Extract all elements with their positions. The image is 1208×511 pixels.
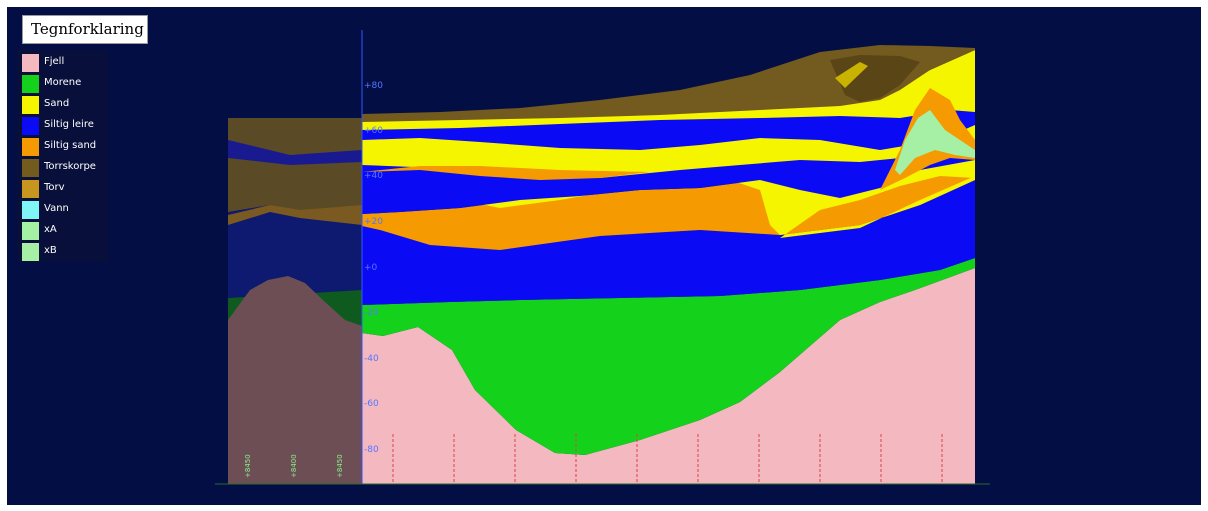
legend-swatch [22,222,39,240]
tick-label: -20 [364,308,379,318]
legend-label: Siltig leire [44,119,94,130]
legend-swatch [22,138,39,156]
legend-swatch [22,54,39,72]
legend-label: Vann [44,203,69,214]
left-section-orange [228,205,362,225]
legend-label: Torrskorpe [44,161,96,172]
layer-siltig-leire-mid [362,145,975,214]
legend: Fjell Morene Sand Siltig leire Siltig sa… [17,50,109,262]
tick-label: +60 [364,126,383,136]
tick-label: +80 [364,81,383,91]
legend-swatch [22,75,39,93]
legend-swatch [22,243,39,261]
layer-siltig-sand-upper [362,166,650,180]
layer-fjell [362,268,975,484]
legend-label: Morene [44,77,82,88]
layer-torrskorpe [362,45,975,122]
tick-label: +40 [364,171,383,181]
layer-siltig-sand [362,160,975,250]
legend-swatch [22,159,39,177]
tick-label: +0 [364,263,378,273]
legend-label: xB [44,245,57,256]
layer-siltig-leire-upper [362,110,975,150]
legend-label: Fjell [44,56,65,67]
tick-label: -60 [364,399,379,409]
station-markers [392,434,943,482]
legend-swatch [22,96,39,114]
layer-torrskorpe-shading [830,55,920,102]
legend-label: Torv [44,182,65,193]
layer-sand-lens-top [835,62,868,88]
tick-label: -40 [364,354,379,364]
legend-label: xA [44,224,57,235]
station-label: +8450 [336,454,344,478]
left-section-fjell [228,276,362,484]
legend-title: Tegnforklaring [22,15,148,44]
layer-xa [895,110,975,175]
tick-label: +20 [364,217,383,227]
legend-swatch [22,180,39,198]
layer-siltig-leire [362,180,975,305]
legend-swatch [22,117,39,135]
legend-label: Siltig sand [44,140,97,151]
tick-label: -80 [364,445,379,455]
layer-morene [362,258,975,455]
station-label: +8400 [290,454,298,478]
left-section-blue-band [228,140,362,165]
legend-swatch [22,201,39,219]
legend-label: Sand [44,98,70,109]
station-label: +8450 [244,454,252,478]
left-section-torrskorpe [228,118,362,215]
